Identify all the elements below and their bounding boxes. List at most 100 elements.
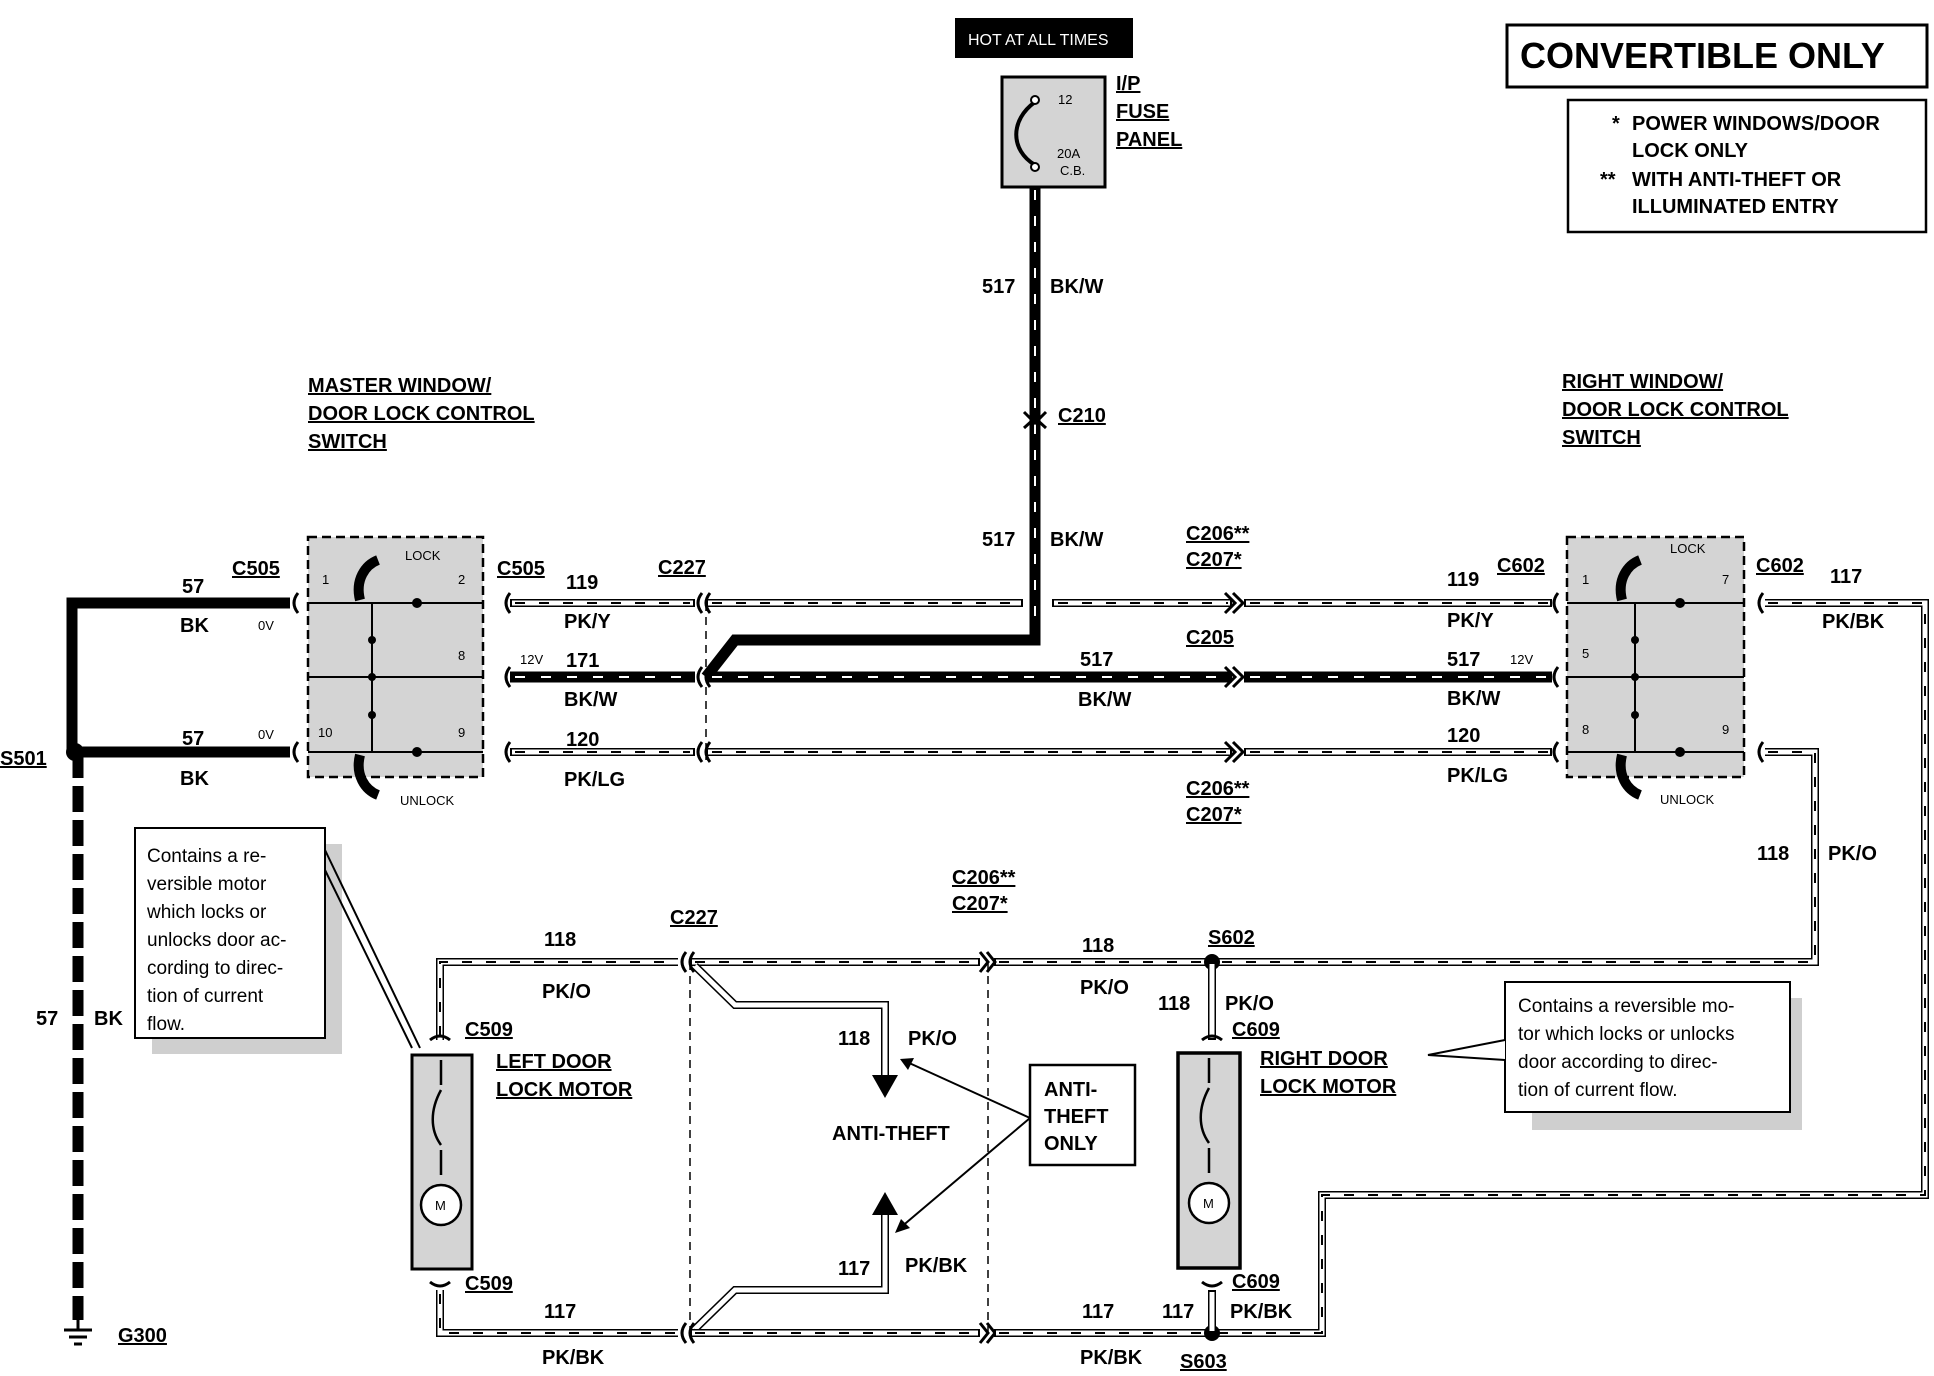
left-note-line: Contains a re-	[147, 846, 266, 867]
wire-517-junction	[701, 634, 1041, 681]
wire-57-top-color: BK	[180, 615, 209, 637]
fuse-panel-label-3: PANEL	[1116, 129, 1182, 151]
right-motor-label-2: LOCK MOTOR	[1260, 1076, 1397, 1098]
wire-118-c-num: 118	[1158, 993, 1190, 1015]
wire-120-left-num: 120	[566, 729, 599, 751]
right-node-1	[1631, 636, 1639, 644]
right-switch-label-3: SWITCH	[1562, 427, 1641, 449]
fuse-type: C.B.	[1060, 163, 1085, 178]
right-unlock-contact	[1615, 753, 1643, 800]
master-node-1	[368, 636, 376, 644]
left-motor-switch	[431, 1060, 443, 1175]
wire-118-right-in	[1212, 749, 1818, 965]
wire-118-b-num: 118	[1082, 935, 1114, 957]
c207-top-label: C207*	[1186, 549, 1242, 571]
wire-517-mid-color: BK/W	[1050, 529, 1103, 551]
title-box	[1505, 23, 1929, 89]
anti-theft-pointer-1-head	[900, 1058, 914, 1070]
s603-label: S603	[1180, 1351, 1227, 1373]
wire-117-a-color: PK/BK	[542, 1347, 605, 1369]
c505-right-label: C505	[497, 558, 545, 580]
right-lock-contact	[1615, 555, 1643, 602]
wire-117-a-num: 117	[544, 1301, 576, 1323]
c207-low-label: C207*	[952, 893, 1008, 915]
anti-theft-arrow-down	[872, 1075, 898, 1098]
wire-119-right-color: PK/Y	[1447, 610, 1494, 632]
master-contact-lock	[412, 598, 422, 608]
wire-118-right-dash	[1215, 751, 1816, 963]
anti-theft-only-3: ONLY	[1044, 1133, 1098, 1155]
right-motor-switch	[1199, 1058, 1211, 1173]
c227-top-label: C227	[658, 557, 706, 579]
wire-117-c-color: PK/BK	[1230, 1301, 1293, 1323]
fuse-number: 12	[1058, 92, 1072, 107]
fuse-rating: 20A	[1057, 146, 1080, 161]
legend-star1-mark: *	[1612, 113, 1620, 135]
wire-120-left-color: PK/LG	[564, 769, 625, 791]
c609-top-mark	[1201, 1034, 1223, 1042]
wire-118-lower-left-dash	[439, 961, 675, 1036]
right-lock-label: LOCK	[1670, 541, 1706, 556]
right-motor-m: M	[1203, 1196, 1214, 1211]
wire-517-right-num: 517	[1447, 649, 1480, 671]
anti-theft-only-2: THEFT	[1044, 1106, 1108, 1128]
wire-117-anti-theft-in	[693, 1215, 888, 1331]
master-pin-8: 8	[458, 648, 465, 663]
right-switch-box	[1565, 535, 1746, 779]
diagram-title: CONVERTIBLE ONLY	[1520, 35, 1885, 76]
wire-120-right-color: PK/LG	[1447, 765, 1508, 787]
left-note-line: tion of current	[147, 986, 264, 1007]
right-pin-7: 7	[1722, 572, 1729, 587]
wire-57-low-num: 57	[36, 1008, 58, 1030]
wire-517-mid-num: 517	[982, 529, 1015, 551]
left-note-line: which locks or	[146, 902, 267, 923]
fuse-terminal-bottom	[1030, 162, 1040, 172]
wire-118-anti-theft-in	[693, 964, 888, 1075]
wire-117-b-num: 117	[1082, 1301, 1114, 1323]
wire-118-right-color: PK/O	[1828, 843, 1877, 865]
wire-57-mid-num: 57	[182, 728, 204, 750]
c609-bottom-label: C609	[1232, 1271, 1280, 1293]
right-note-line: Contains a reversible mo-	[1518, 996, 1734, 1017]
master-switch-box	[306, 535, 485, 779]
voltage-c505-top: 0V	[258, 618, 274, 633]
c207-mid-label: C207*	[1186, 804, 1242, 826]
wire-118-a-num: 118	[544, 929, 576, 951]
left-motor-label-2: LOCK MOTOR	[496, 1079, 633, 1101]
left-note-line: unlocks door ac-	[147, 930, 286, 951]
master-pin-10: 10	[318, 725, 332, 740]
wire-118-right	[1212, 748, 1819, 966]
master-pin-1: 1	[322, 572, 329, 587]
anti-theft-only-box	[1028, 1063, 1137, 1167]
legend-box	[1566, 98, 1928, 234]
wire-57-low-color: BK	[94, 1008, 123, 1030]
c227-lower-label: C227	[670, 907, 718, 929]
master-unlock-label: UNLOCK	[400, 793, 455, 808]
c509-bottom-mark	[429, 1280, 451, 1288]
anti-theft-pointer-1	[906, 1061, 1031, 1119]
c206-mid-arrows	[1223, 740, 1246, 764]
voltage-c602-mid: 12V	[1510, 652, 1533, 667]
fuse-terminal-top	[1030, 95, 1040, 105]
anti-theft-arrow-up	[872, 1192, 898, 1215]
right-note-line: door according to direc-	[1518, 1052, 1718, 1073]
wire-118-d-num: 118	[838, 1028, 870, 1050]
wire-517-top-color: BK/W	[1050, 276, 1103, 298]
ground-symbol	[64, 1320, 92, 1346]
c602-left-label: C602	[1497, 555, 1545, 577]
s602-label: S602	[1208, 927, 1255, 949]
fuse-box	[1000, 75, 1107, 189]
anti-theft-label: ANTI-THEFT	[832, 1123, 950, 1145]
right-note-box	[1504, 981, 1791, 1113]
voltage-c505-bot: 0V	[258, 727, 274, 742]
c227-lower-marks	[680, 951, 696, 1344]
right-pin-9: 9	[1722, 722, 1729, 737]
c210-label: C210	[1058, 405, 1106, 427]
c509-top-label: C509	[465, 1019, 513, 1041]
anti-theft-pointer-2-head	[895, 1219, 910, 1233]
right-note-pointer	[1427, 1039, 1506, 1061]
wire-517-center-num: 517	[1080, 649, 1113, 671]
left-note-line: flow.	[147, 1014, 185, 1035]
wire-119-left-color: PK/Y	[564, 611, 611, 633]
